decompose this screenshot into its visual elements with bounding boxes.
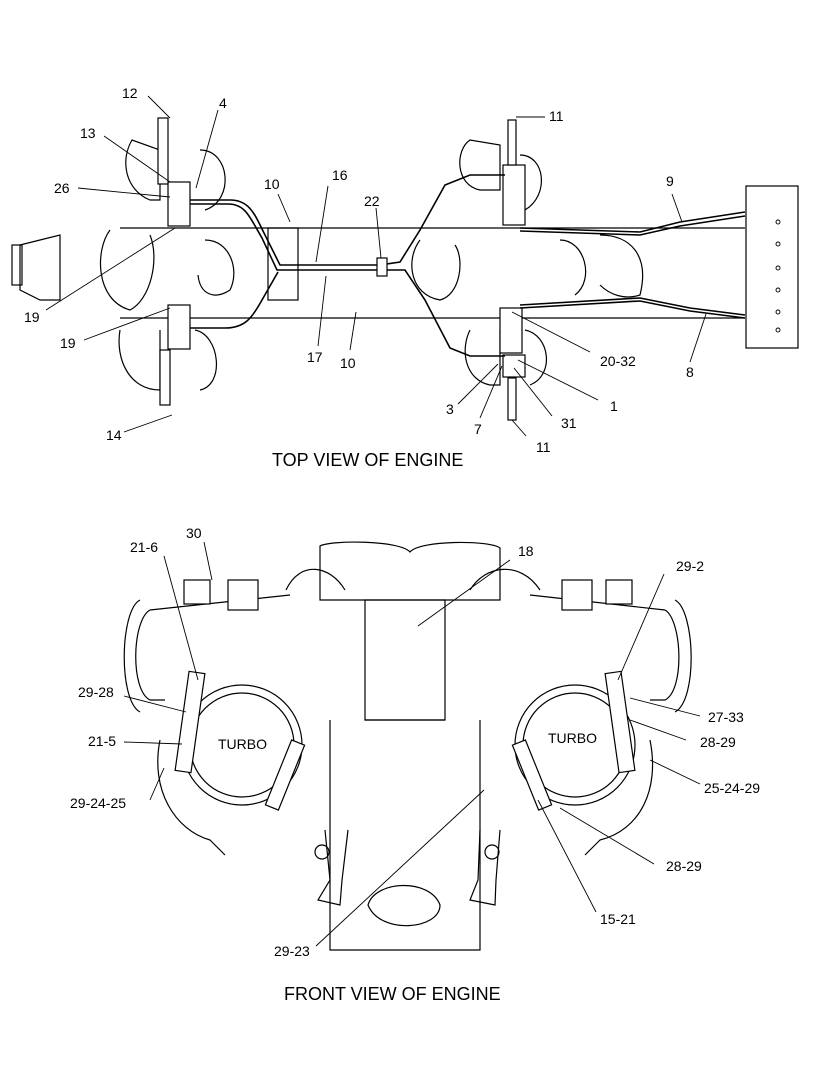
callout-12: 12 (122, 85, 138, 101)
callout-25-24-29: 25-24-29 (704, 780, 760, 796)
top-view-drawing (11, 117, 799, 421)
callout-29-23: 29-23 (274, 943, 310, 959)
callout-29-2: 29-2 (676, 558, 704, 574)
callout-16: 16 (332, 167, 348, 183)
turbo-left-label: TURBO (218, 736, 267, 752)
callout-29-28: 29-28 (78, 684, 114, 700)
callout-11-bottom: 11 (536, 439, 551, 455)
callout-21-6: 21-6 (130, 539, 158, 555)
callout-17: 17 (307, 349, 323, 365)
top-view-caption: TOP VIEW OF ENGINE (272, 450, 463, 470)
callout-27-33: 27-33 (708, 709, 744, 725)
callout-22: 22 (364, 193, 380, 209)
callout-28-29-upper: 28-29 (700, 734, 736, 750)
front-view-callouts: 21-6 30 18 29-2 29-28 21-5 29-24-25 27-3… (70, 525, 760, 959)
callout-19-upper: 19 (24, 309, 40, 325)
callout-20-32: 20-32 (600, 353, 636, 369)
callout-13: 13 (80, 125, 96, 141)
callout-4: 4 (219, 95, 227, 111)
callout-14: 14 (106, 427, 122, 443)
front-view-caption: FRONT VIEW OF ENGINE (284, 984, 501, 1004)
callout-9: 9 (666, 173, 674, 189)
callout-29-24-25: 29-24-25 (70, 795, 126, 811)
callout-3: 3 (446, 401, 454, 417)
callout-28-29-lower: 28-29 (666, 858, 702, 874)
callout-10-bottom: 10 (340, 355, 356, 371)
callout-18: 18 (518, 543, 534, 559)
callout-26: 26 (54, 180, 70, 196)
callout-8: 8 (686, 364, 694, 380)
callout-11-top: 11 (549, 108, 564, 124)
callout-10-top: 10 (264, 176, 280, 192)
front-view-leader-lines (123, 541, 701, 947)
callout-31: 31 (561, 415, 577, 431)
turbo-right-label: TURBO (548, 730, 597, 746)
callout-30: 30 (186, 525, 202, 541)
callout-21-5: 21-5 (88, 733, 116, 749)
callout-15-21: 15-21 (600, 911, 636, 927)
callout-7: 7 (474, 421, 482, 437)
front-view-drawing (123, 541, 692, 951)
callout-1: 1 (610, 398, 618, 414)
top-view-callouts: 12 4 13 26 19 19 14 11 16 10 22 9 10 17 … (24, 85, 694, 455)
top-view-leader-lines (45, 95, 707, 437)
callout-19-lower: 19 (60, 335, 76, 351)
